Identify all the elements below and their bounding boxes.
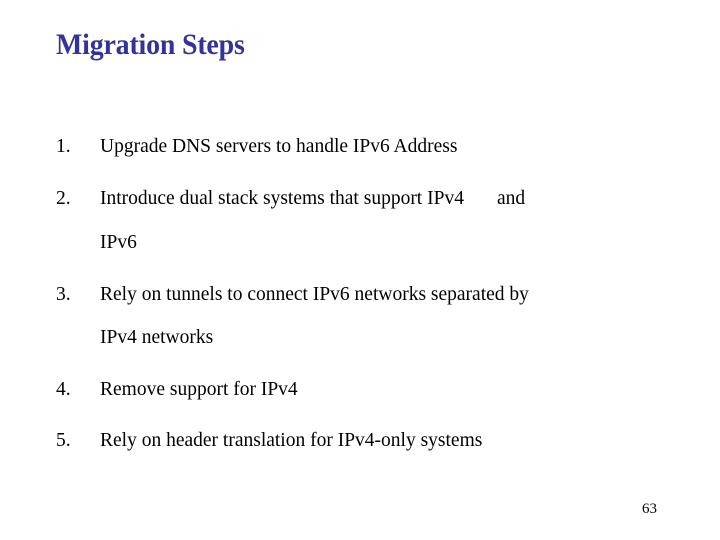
list-item-text: Introduce dual stack systems that suppor… (100, 188, 525, 210)
list-item-text-segment-after-gap: and (496, 188, 526, 209)
list-item-continuation: IPv6 (100, 232, 137, 253)
list-item-continuation: IPv4 networks (100, 327, 214, 348)
page-title: Migration Steps (56, 28, 245, 61)
list-item-text: Rely on header translation for IPv4-only… (100, 430, 483, 451)
list-item-text: Rely on tunnels to connect IPv6 networks… (100, 284, 529, 305)
list-item-number: 3. (56, 284, 71, 305)
page-number: 63 (642, 501, 657, 517)
list-item-text: Upgrade DNS servers to handle IPv6 Addre… (100, 136, 458, 157)
list-item-text-segment-before-gap: Introduce dual stack systems that suppor… (100, 188, 464, 209)
list-item-text: Remove support for IPv4 (100, 379, 298, 400)
list-item-number: 4. (56, 379, 71, 400)
list-item-number: 2. (56, 188, 71, 209)
list-item-number: 1. (56, 136, 71, 157)
list-item-number: 5. (56, 430, 71, 451)
